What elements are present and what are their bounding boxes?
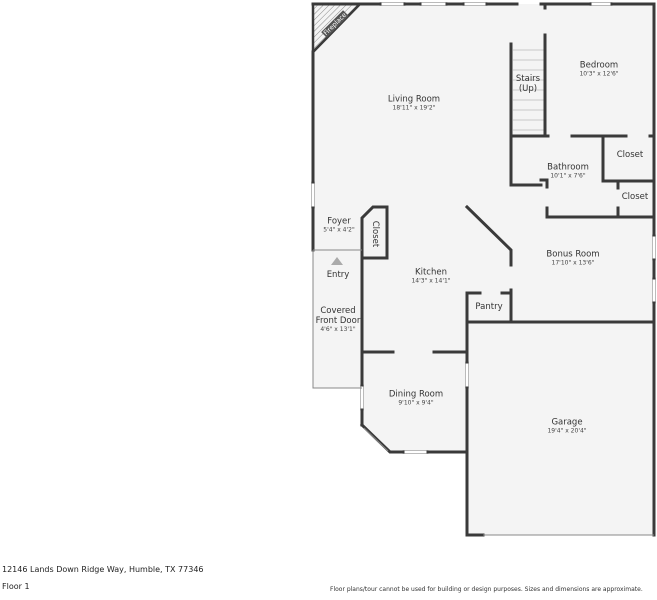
room-name: Stairs: [515, 74, 541, 85]
room-dims: 5'4" x 4'2": [323, 226, 355, 234]
room-name: Closet: [369, 220, 380, 248]
room-name: Closet: [616, 150, 644, 161]
room-dims: 17'10" x 13'6": [551, 259, 595, 267]
room-dims: 19'4" x 20'4": [547, 427, 587, 435]
floor-area: [313, 4, 654, 535]
room-dims: 4'6" x 13'1": [320, 325, 356, 333]
room-stairs: Stairs(Up): [515, 74, 541, 95]
room-name: Living Room: [387, 94, 441, 105]
floor-label: Floor 1: [2, 582, 30, 591]
room-dims: 14'3" x 14'1": [411, 277, 451, 285]
address: 12146 Lands Down Ridge Way, Humble, TX 7…: [2, 565, 204, 574]
room-dims: 10'1" x 7'6": [550, 172, 586, 180]
room-closet-upper: Closet: [616, 150, 644, 161]
disclaimer: Floor plans/tour cannot be used for buil…: [330, 586, 643, 593]
room-name: Pantry: [475, 302, 503, 313]
room-name: Covered: [320, 305, 356, 316]
room-name: Kitchen: [415, 267, 447, 278]
room-name: Bathroom: [547, 162, 589, 173]
walls: [311, 2, 656, 537]
room-entry: Entry: [326, 270, 350, 281]
room-name-2: Front Door: [315, 315, 361, 326]
room-pantry: Pantry: [475, 302, 503, 313]
room-name: Bonus Room: [546, 249, 600, 260]
room-closet-lower: Closet: [621, 192, 649, 203]
room-name: Closet: [621, 192, 649, 203]
room-name: Entry: [326, 270, 350, 281]
room-name: Dining Room: [388, 389, 444, 400]
room-dims: 9'10" x 9'4": [398, 399, 434, 407]
stairs: [513, 49, 545, 131]
room-dims: 10'3" x 12'6": [579, 70, 619, 78]
thin-lines: [312, 249, 654, 536]
room-name: Foyer: [327, 216, 351, 227]
room-sub: (Up): [518, 84, 538, 94]
room-closet-foyer: Closet: [369, 220, 380, 248]
room-dims: 18'11" x 19'2": [392, 104, 436, 112]
entry-arrow-icon: [331, 257, 343, 265]
room-name: Garage: [551, 417, 583, 428]
room-name: Bedroom: [579, 60, 619, 71]
